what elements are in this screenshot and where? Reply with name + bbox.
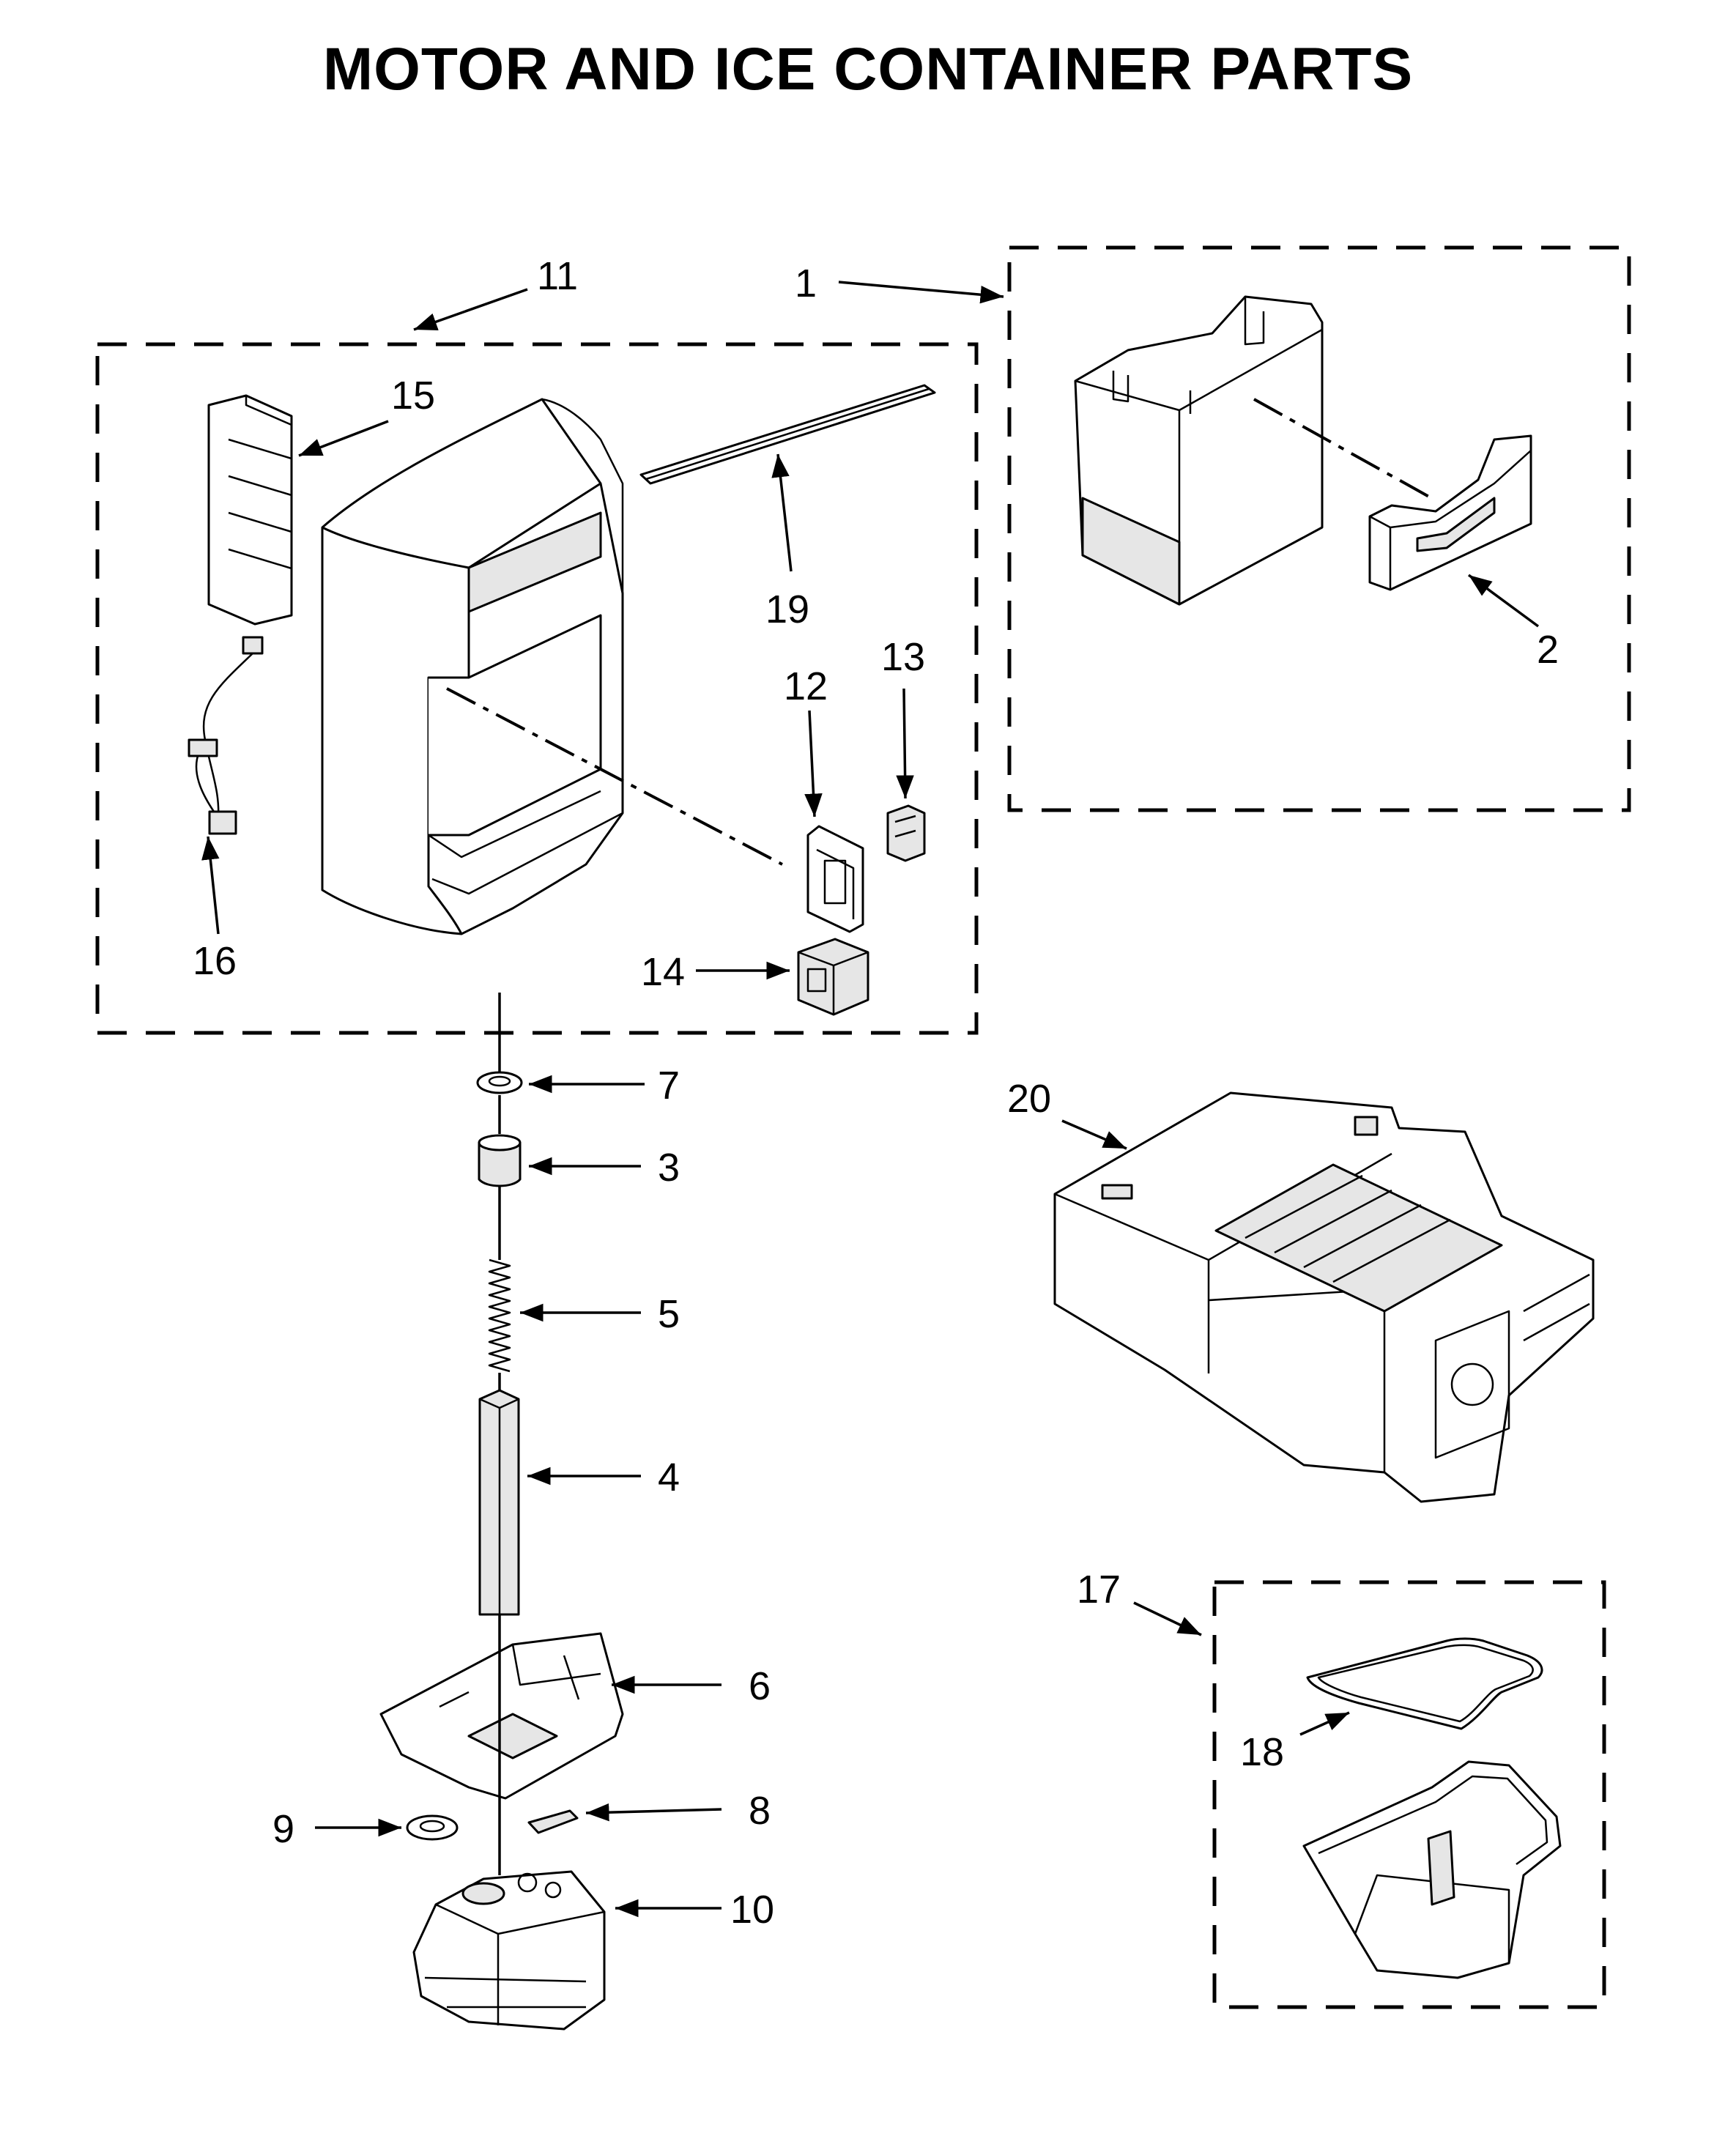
- part-17-dispenser-housing: [1302, 1760, 1562, 1979]
- group-box-11: [95, 342, 979, 1035]
- part-2-container-cap: [1368, 434, 1532, 591]
- callout-10: 10: [730, 1888, 774, 1932]
- callout-19: 19: [765, 587, 809, 631]
- callout-1: 1: [795, 262, 817, 305]
- callout-11: 11: [537, 254, 578, 298]
- part-19-seal-strip: [639, 384, 936, 485]
- part-12-bracket: [806, 825, 864, 933]
- page-title: MOTOR AND ICE CONTAINER PARTS: [322, 36, 1414, 103]
- leader-arrows: [201, 281, 1540, 1918]
- callout-17: 17: [1077, 1568, 1121, 1612]
- part-14-relay: [797, 938, 869, 1016]
- part-13-switch: [886, 804, 926, 862]
- callout-2: 2: [1537, 628, 1559, 672]
- part-8-insert: [527, 1809, 579, 1834]
- callout-13: 13: [881, 635, 925, 679]
- callout-5: 5: [658, 1292, 680, 1336]
- part-15-trim-panel: [207, 394, 293, 626]
- callout-3: 3: [658, 1146, 680, 1190]
- part-20-ice-maker: [1053, 1091, 1595, 1503]
- callout-18: 18: [1240, 1730, 1284, 1774]
- part-4-drive-shaft: [478, 1389, 520, 1616]
- group-box-1: [1007, 245, 1631, 812]
- part-16-wire-harness: [188, 636, 264, 835]
- callout-7: 7: [658, 1064, 680, 1108]
- part-1-ice-container: [1074, 295, 1324, 606]
- callout-9: 9: [272, 1807, 294, 1851]
- part-6-motor-mount: [379, 1632, 624, 1800]
- centerline-2: [1253, 398, 1435, 501]
- part-7-washer: [476, 1071, 523, 1094]
- part-5-spring: [488, 1258, 511, 1373]
- centerline-12: [446, 687, 783, 866]
- part-18-gasket: [1306, 1637, 1543, 1730]
- group-box-17: [1212, 1580, 1606, 2009]
- part-9-washer: [406, 1814, 459, 1841]
- part-3-coupler: [478, 1134, 522, 1187]
- callout-12: 12: [784, 664, 828, 708]
- callout-8: 8: [749, 1789, 771, 1833]
- callout-6: 6: [749, 1664, 771, 1708]
- callout-15: 15: [391, 374, 435, 418]
- dispenser-housing: [321, 398, 624, 935]
- callout-16: 16: [193, 939, 237, 983]
- callout-14: 14: [641, 950, 685, 994]
- callout-20: 20: [1007, 1077, 1051, 1121]
- callout-4: 4: [658, 1456, 680, 1499]
- part-10-motor: [412, 1870, 606, 2031]
